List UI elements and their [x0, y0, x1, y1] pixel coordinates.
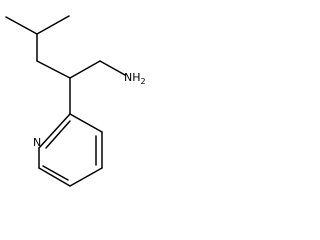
chemical-structure-diagram: NH2 N — [5, 15, 146, 187]
amine-group-label: NH2 — [124, 71, 146, 86]
bond-methine-ch2 — [69, 60, 101, 79]
amine-label: NH — [124, 71, 141, 84]
bond-ch2-amine — [99, 60, 126, 76]
ring-nitrogen-label: N — [33, 136, 41, 149]
amine-subscript: 2 — [141, 77, 146, 86]
bond-methyl-left — [5, 16, 38, 35]
bond-ch2-methine — [36, 60, 71, 79]
pyridine-ring — [38, 113, 103, 187]
bond-methyl-right — [36, 15, 70, 35]
